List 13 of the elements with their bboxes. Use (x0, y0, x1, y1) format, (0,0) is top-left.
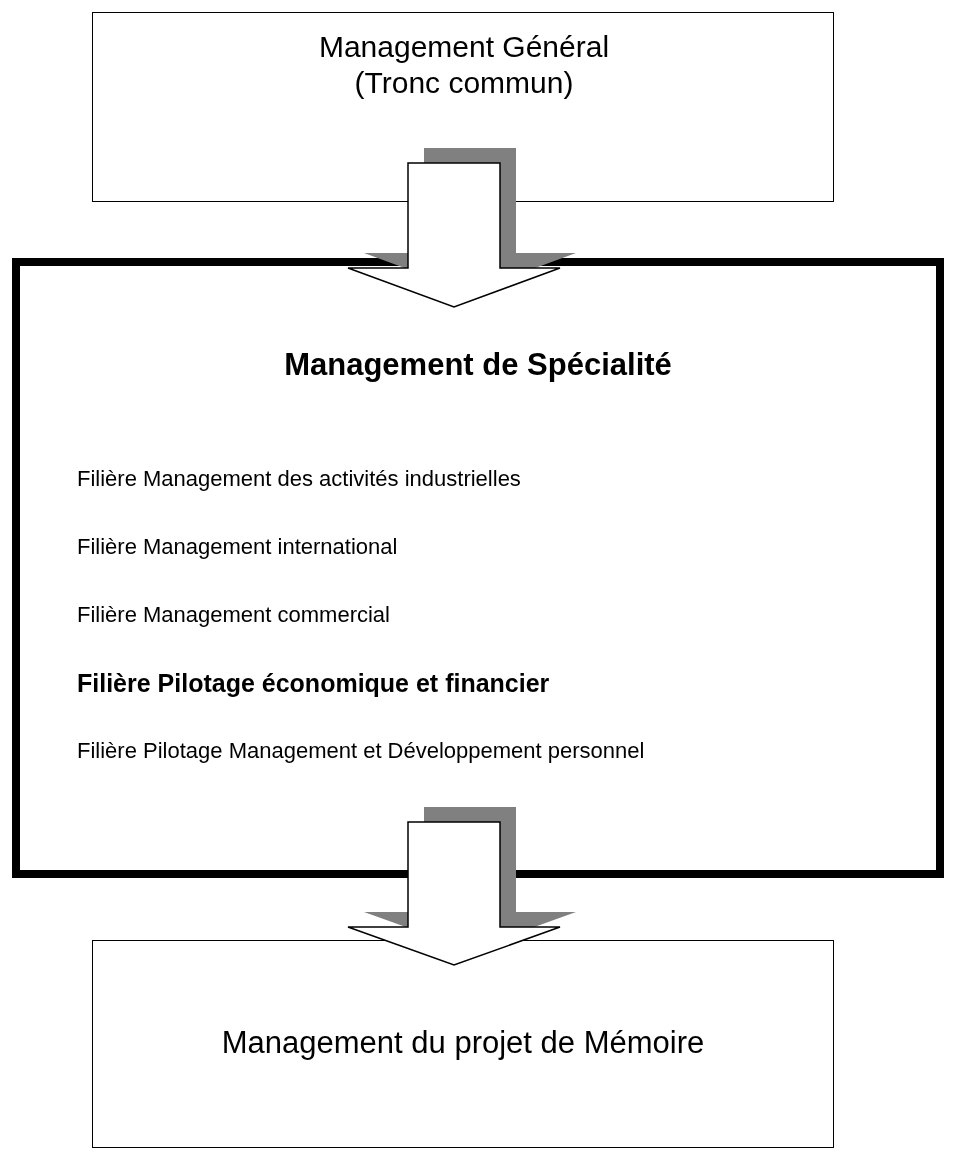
list-item: Filière Management international (77, 534, 399, 561)
process-box (92, 940, 834, 1148)
box-title: Management de Spécialité (283, 346, 673, 384)
block-arrow (347, 148, 576, 308)
list-item: Filière Management des activités industrielles (77, 466, 522, 493)
list-item: Filière Pilotage économique et financier (77, 668, 551, 698)
list-item: Filière Pilotage Management et Développement personnel (77, 738, 646, 765)
process-box (92, 12, 834, 202)
box-title: Management Général (Tronc commun) (317, 29, 611, 101)
list-item: Filière Management commercial (77, 602, 391, 629)
process-box (12, 258, 944, 878)
block-arrow (347, 807, 576, 966)
box-title: Management du projet de Mémoire (220, 1024, 706, 1062)
